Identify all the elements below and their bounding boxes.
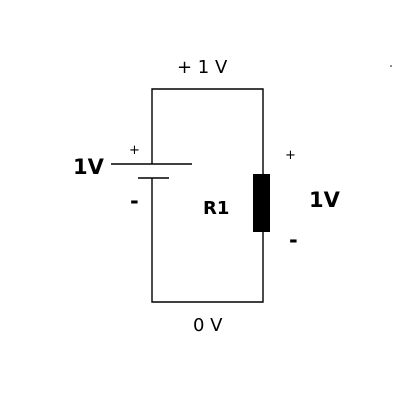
battery-voltage-label: 1V: [73, 155, 105, 179]
battery-minus-sign: -: [130, 189, 139, 213]
resistor-voltage-label: 1V: [309, 188, 341, 212]
resistor-minus-sign: -: [289, 228, 298, 252]
circuit-wires: [151, 88, 264, 303]
resistor-name-label: R1: [203, 198, 229, 219]
battery-plus-sign: +: [129, 143, 140, 158]
bottom-voltage-label: 0 V: [193, 315, 223, 336]
stray-dot: [390, 65, 392, 67]
top-wire: [151, 88, 264, 174]
bottom-wire: [151, 178, 264, 303]
resistor-r1: [253, 174, 270, 232]
resistor-plus-sign: +: [285, 148, 296, 163]
battery: [111, 163, 192, 179]
top-voltage-label: + 1 V: [177, 57, 228, 78]
